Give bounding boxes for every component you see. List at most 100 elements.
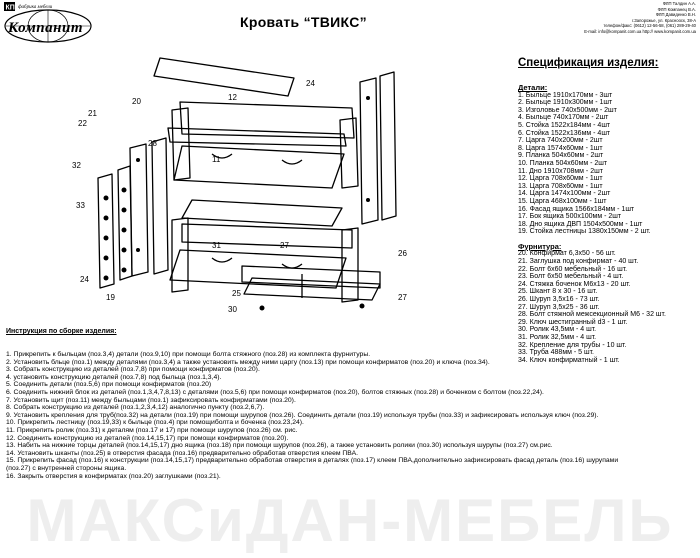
hardware-list: 20. Конфирмат 6,3х50 - 56 шт.21. Заглушк… xyxy=(518,250,700,364)
spec-detail-item: 9. Планка 504х60мм - 2шт xyxy=(518,152,604,160)
instruction-item: 16. Закрыть отверстия в конфирматах (поз… xyxy=(6,472,221,480)
page-title: Кровать “ТВИКС” xyxy=(240,14,367,30)
svg-text:КП: КП xyxy=(6,5,15,12)
instruction-item: 11. Прикрепить ролик (поз.31) к деталям … xyxy=(6,426,298,434)
callout: 24 xyxy=(80,275,89,284)
lower-base xyxy=(169,249,347,289)
callout: 32 xyxy=(72,161,81,170)
spec-hardware-item: 22. Болт 6х60 мебельный - 16 шт. xyxy=(518,265,628,273)
callout: 12 xyxy=(228,93,237,102)
hardware-heading: Фурнитура: xyxy=(518,241,562,251)
callout: 30 xyxy=(228,305,237,314)
callout: 22 xyxy=(78,119,87,128)
instruction-item: 2. Установить бльце (поз.1) между деталя… xyxy=(6,358,490,366)
spec-hardware-item: 31. Ролик 32,5мм - 4 шт. xyxy=(518,334,597,341)
spec-hardware-item: 27. Шуруп 3,5х25 - 36 шт. xyxy=(518,303,600,311)
instruction-item: 12. Соединить конструкцию из деталей (по… xyxy=(6,434,289,442)
callout: 27 xyxy=(280,241,289,250)
instruction-item: 5. Соединить детали (поз.5,6) при помощи… xyxy=(6,381,212,389)
spec-hardware-item: 28. Болт стяжной межсекционный М6 - 32 ш… xyxy=(518,311,666,319)
spec-hardware-item: 33. Труба 488мм - 5 шт. xyxy=(518,349,594,357)
company-contact-line: ФЛП Талдин А.А. xyxy=(662,1,696,6)
ladder-rail-1 xyxy=(97,173,115,289)
spec-detail-item: 3. Изголовье 740х500мм - 2шт xyxy=(518,106,617,114)
instruction-item: 9. Установить крепления для труб(поз.32)… xyxy=(6,411,599,419)
instruction-item: 7. Установить щит (поз.11) между быльцам… xyxy=(6,396,296,404)
company-contact-line: ФЛП Компанец В.А. xyxy=(657,6,696,12)
instruction-item: 15. Прикрепить фасад (поз.16) к конструк… xyxy=(6,457,619,465)
upper-base xyxy=(173,145,345,189)
spec-detail-item: 13. Царга 708х60мм - 1шт xyxy=(518,182,603,190)
left-post-outer xyxy=(129,143,149,277)
drawer-front xyxy=(241,265,381,289)
spec-detail-item: 19. Стойка лестницы 1380х150мм - 2 шт. xyxy=(518,228,651,236)
callout: 20 xyxy=(132,97,141,106)
instruction-item: 8. Собрать конструкцию из деталей (поз.1… xyxy=(6,404,265,412)
left-post-inner xyxy=(151,137,169,275)
spec-detail-item: 1. Быльце 1910х170мм - 3шт xyxy=(518,91,613,99)
callout: 28 xyxy=(148,139,157,148)
callout: 26 xyxy=(398,249,407,258)
callout: 21 xyxy=(88,109,97,118)
spec-detail-item: 10. Планка 504х60мм - 2шт xyxy=(518,159,608,167)
spec-hardware-item: 30. Ролик 43,5мм - 4 шт. xyxy=(518,326,597,334)
ladder-rail-2 xyxy=(117,165,133,281)
callout: 25 xyxy=(232,289,241,298)
spec-detail-item: 14. Царга 1474х100мм - 2шт xyxy=(518,190,611,198)
right-post-outer xyxy=(359,77,379,225)
exploded-assembly-drawing: 21 20 22 24 28 32 33 24 19 27 26 31 25 3… xyxy=(72,57,407,314)
spec-detail-item: 17. Бок ящика 500х100мм - 2шт xyxy=(518,213,622,221)
instruction-item: 6. Соединить нижний блок из деталей (поз… xyxy=(6,388,544,396)
spec-title: Спецификация изделия: xyxy=(518,57,659,69)
spec-detail-item: 8. Царга 1574х60мм - 1шт xyxy=(518,144,603,152)
callout: 27 xyxy=(398,293,407,302)
spec-hardware-item: 34. Ключ конфирматный - 1 шт. xyxy=(518,356,620,364)
upper-frame-back xyxy=(179,101,355,139)
right-post-inner xyxy=(379,71,397,221)
spec-detail-item: 5. Стойка 1522х184мм - 4шт xyxy=(518,121,611,129)
instruction-item: 3. Собрать конструкцию из деталей (поз.7… xyxy=(6,366,260,374)
top-board xyxy=(153,57,295,97)
company-contact-line: г.Запорожье, ул. Краснооск, 38-А xyxy=(632,17,696,23)
instruction-item: 14. Установить шканты (поз.25) в отверст… xyxy=(6,449,359,457)
instructions-list: 1. Прикрепить к быльцам (поз.3,4) детали… xyxy=(6,351,696,480)
spec-detail-item: 12. Царга 708х60мм - 1шт xyxy=(518,175,603,183)
company-logo: КП фабрика мебели Компанит xyxy=(2,0,94,46)
logo-subtitle: фабрика мебели xyxy=(18,5,53,10)
spec-hardware-item: 20. Конфирмат 6,3х50 - 56 шт. xyxy=(518,250,616,258)
logo-wordmark: Компанит xyxy=(7,20,83,36)
spec-detail-item: 4. Быльце 740х170мм - 2шт xyxy=(518,114,609,122)
instruction-item: (поз.27) с внутренней стороны ящика. xyxy=(6,464,127,472)
instruction-item: 1. Прикрепить к быльцам (поз.3,4) детали… xyxy=(6,351,371,358)
callout: 11 xyxy=(212,155,221,164)
lower-frame xyxy=(181,223,353,249)
spec-hardware-item: 25. Шкант 8 х 30 - 16 шт. xyxy=(518,288,598,296)
company-contacts: ФЛП Талдин А.А.ФЛП Компанец В.А.ФЛП Дави… xyxy=(466,1,696,35)
spec-detail-item: 2. Быльце 1910х300мм - 1шт xyxy=(518,99,613,107)
spec-detail-item: 15. Царга 468х100мм - 1шт xyxy=(518,197,607,205)
company-contact-line: телефон/факс: (0612) 12-56-58, (061) 289… xyxy=(603,23,696,29)
spec-hardware-item: 32. Крепление для трубы - 10 шт. xyxy=(518,341,627,349)
spec-detail-item: 18. Дно ящика ДВП 1504х500мм - 1шт xyxy=(518,220,643,228)
spec-detail-item: 11. Дно 1910х708мм - 2шт xyxy=(518,167,603,175)
spec-detail-item: 6. Стойка 1522х136мм - 4шт xyxy=(518,129,611,137)
spec-detail-item: 16. Фасад ящика 1566х184мм - 1шт xyxy=(518,205,635,213)
company-contact-line: E-mail: info@kompanit.com.ua http:// www… xyxy=(584,28,696,34)
callout: 33 xyxy=(76,201,85,210)
instruction-item: 13. Набить на нижние торцы деталей (поз.… xyxy=(6,442,553,450)
spec-hardware-item: 21. Заглушка под конфирмат - 40 шт. xyxy=(518,258,639,266)
spec-hardware-item: 23. Болт 6х50 мебельный - 4 шт. xyxy=(518,273,624,281)
spec-hardware-item: 26. Шуруп 3,5х16 - 73 шт. xyxy=(518,296,600,304)
upper-side-right xyxy=(339,117,359,189)
upper-side-left xyxy=(171,107,191,181)
spec-hardware-item: 24. Стяжка боченок М6х13 - 20 шт. xyxy=(518,280,631,288)
company-contact-line: ФЛП Давиденко В.Н. xyxy=(655,12,696,18)
callout: 19 xyxy=(106,293,115,302)
callout: 24 xyxy=(306,79,315,88)
instructions-title: Инструкция по сборке изделия: xyxy=(6,328,117,335)
instruction-item: 4. установить конструкцию деталей (поз.7… xyxy=(6,373,222,381)
instruction-item: 10. Прикрепить лестницу (поз.19,33) к бы… xyxy=(6,419,304,427)
callout: 31 xyxy=(212,241,221,250)
